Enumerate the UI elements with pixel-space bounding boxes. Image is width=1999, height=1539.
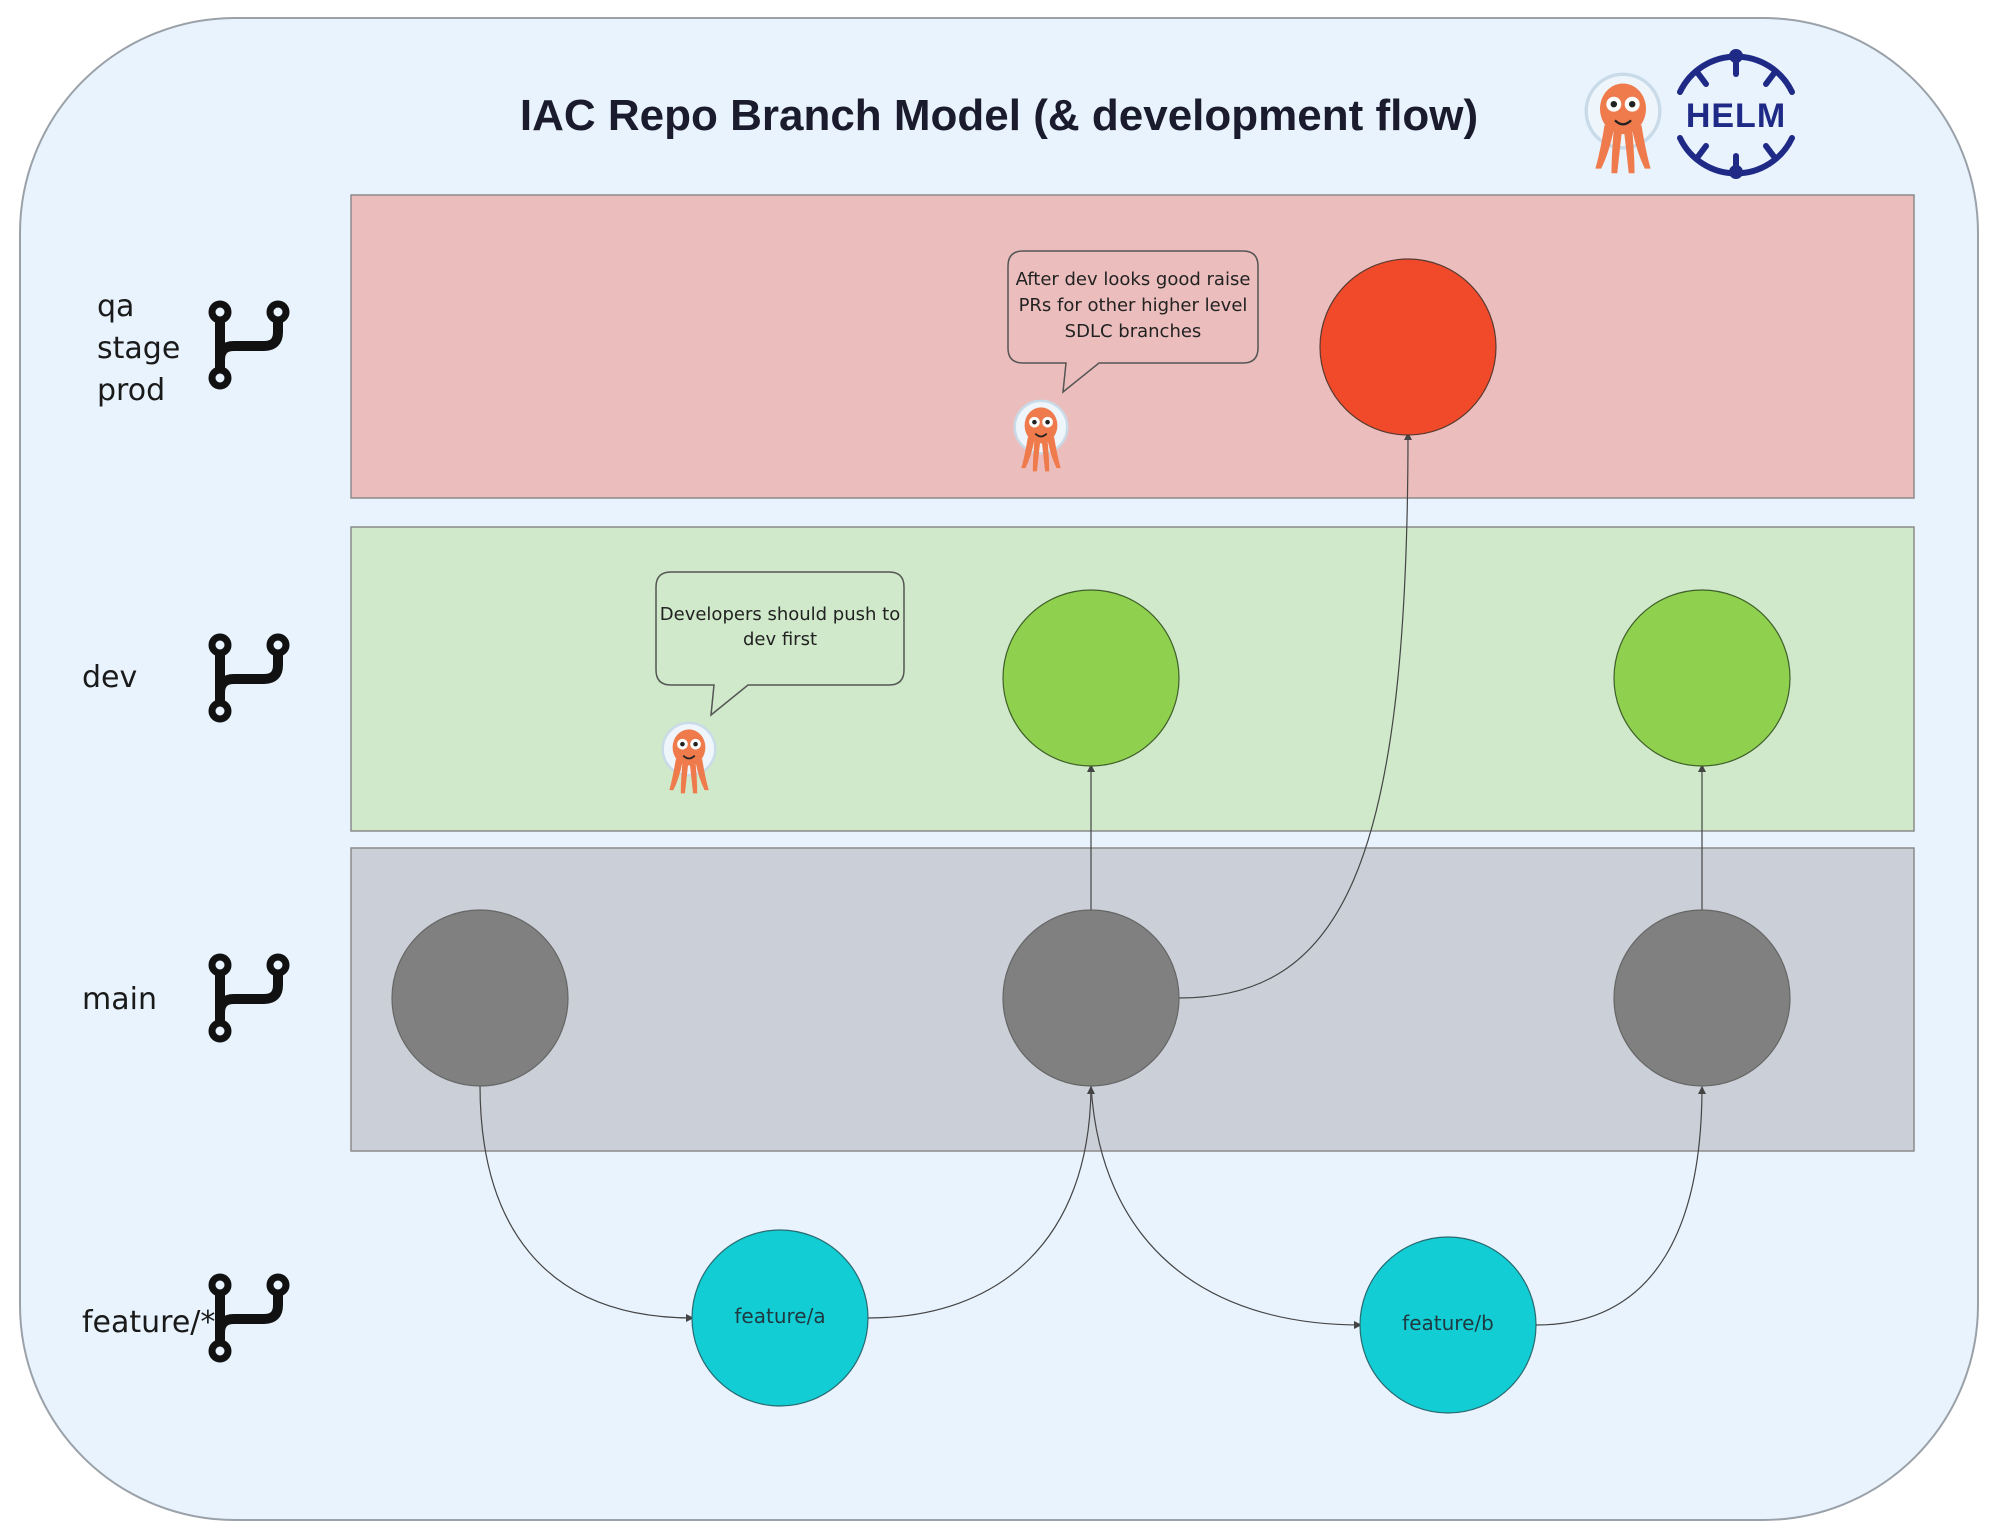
callout-prod-line-1: After dev looks good raise [1016,269,1251,290]
callout-dev-line-1: Developers should push to [660,604,900,625]
node-main-1 [391,909,569,1087]
node-dev-2 [1613,589,1791,767]
node-main-3 [1613,909,1791,1087]
node-label-feature-a: feature/a [734,1304,825,1328]
callout-prod-line-2: PRs for other higher level [1019,295,1248,316]
git-branch-icon [208,1273,290,1363]
lane-label-qa: qa [97,289,134,324]
flow-edges [479,432,1706,1329]
git-branch-icon [208,633,290,723]
argo-logo [1584,72,1662,174]
lane-label-stage: stage [97,331,180,366]
diagram-title: IAC Repo Branch Model (& development flo… [520,91,1478,140]
callout-prod-line-3: SDLC branches [1065,321,1202,342]
edge-main-2-to-feature-b [1090,1084,1362,1329]
edge-main-2-to-prod-1 [1178,432,1412,999]
callout-dev: Developers should push to dev first [655,571,905,717]
helm-logo: HELM [1677,49,1795,179]
octopus-mascot-icon [1013,399,1069,472]
edge-main-1-to-feature-a [479,1084,694,1322]
node-dev-1 [1002,589,1180,767]
node-feature-b: feature/b [1359,1236,1537,1414]
node-feature-a: feature/a [691,1229,869,1407]
git-branch-icon [208,953,290,1043]
lane-label-dev: dev [82,660,137,695]
edge-feature-b-to-main-3 [1535,1086,1706,1326]
octopus-mascot-icon [1584,72,1662,174]
lane-label-prod-env: prod [97,373,165,408]
node-prod-1 [1319,258,1497,436]
callout-prod: After dev looks good raise PRs for other… [1007,250,1259,394]
edge-feature-a-to-main-2 [867,1086,1095,1319]
node-label-feature-b: feature/b [1402,1311,1494,1335]
lane-label-feature: feature/* [82,1305,215,1340]
octopus-mascot-icon [661,721,717,794]
callout-dev-line-2: dev first [743,629,817,650]
helm-label: HELM [1686,97,1786,135]
ship-wheel-icon [1677,49,1795,179]
lane-label-prod: qa stage prod [97,289,180,408]
lane-label-main: main [82,982,157,1017]
node-main-2 [1002,909,1180,1087]
git-branch-icon [208,300,290,390]
